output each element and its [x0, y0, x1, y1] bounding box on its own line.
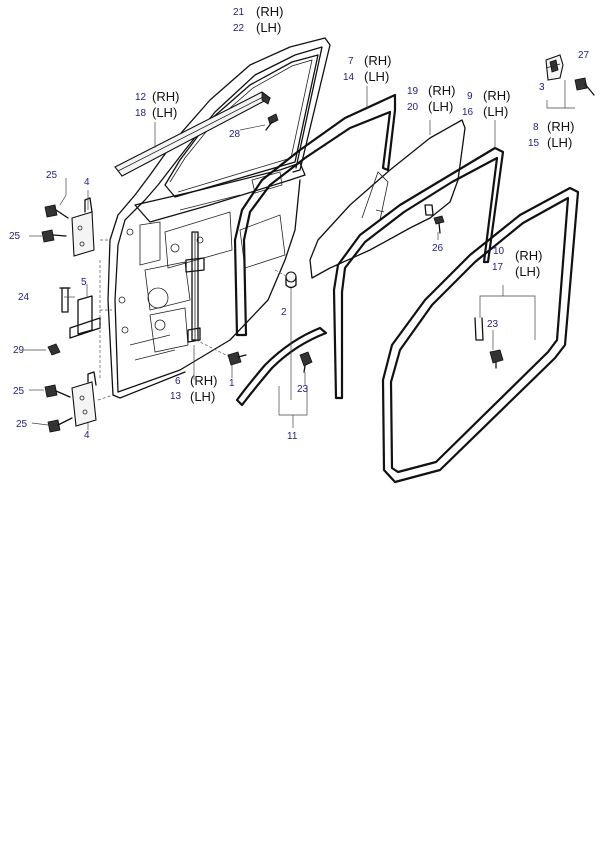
label-19: 19 — [407, 86, 419, 97]
label-12-rh: (RH) — [152, 89, 179, 104]
bolt-25c — [44, 384, 71, 398]
label-25c: 25 — [13, 386, 25, 397]
glass-run-channel — [233, 93, 397, 337]
callout-labels: 21 (RH) 22 (LH) 7 (RH) 14 (LH) 19 (RH) 2… — [9, 4, 590, 442]
leader-lines — [24, 80, 583, 430]
rear-run-channel — [332, 146, 505, 400]
label-13: 13 — [170, 391, 182, 402]
label-23b: 23 — [297, 384, 309, 395]
label-4b: 4 — [84, 430, 90, 441]
bolt-27 — [574, 77, 595, 96]
door-weatherstrip — [381, 186, 580, 484]
label-9: 9 — [467, 91, 473, 102]
label-24: 24 — [18, 292, 30, 303]
label-4a: 4 — [84, 177, 90, 188]
door-glass — [309, 119, 466, 279]
label-16-lh: (LH) — [483, 104, 508, 119]
door-panel — [107, 37, 331, 399]
lower-weatherstrip-11 — [235, 326, 328, 407]
label-29: 29 — [13, 345, 25, 356]
label-8-rh: (RH) — [547, 119, 574, 134]
label-1: 1 — [229, 378, 235, 389]
pin-24 — [59, 287, 71, 313]
label-12: 12 — [135, 92, 147, 103]
bolt-1 — [227, 351, 247, 366]
label-17: 17 — [492, 262, 504, 273]
upper-hinge-4 — [71, 197, 95, 257]
bolt-25a — [44, 204, 69, 219]
screw-26 — [433, 215, 445, 234]
leader-1 — [195, 339, 233, 359]
label-14-lh: (LH) — [364, 69, 389, 84]
label-19-rh: (RH) — [428, 83, 455, 98]
label-2: 2 — [281, 307, 287, 318]
label-14: 14 — [343, 72, 355, 83]
label-5: 5 — [81, 277, 87, 288]
label-25b: 25 — [9, 231, 21, 242]
label-16: 16 — [462, 107, 474, 118]
striker-3 — [545, 54, 564, 81]
label-18: 18 — [135, 108, 147, 119]
label-7-rh: (RH) — [364, 53, 391, 68]
label-25a: 25 — [46, 170, 58, 181]
label-8: 8 — [533, 122, 539, 133]
label-10-rh: (RH) — [515, 248, 542, 263]
bolt-25d — [47, 417, 73, 433]
window-regulator — [185, 231, 205, 343]
label-25d: 25 — [16, 419, 28, 430]
label-21: 21 — [233, 7, 245, 18]
bolt-25b — [41, 229, 67, 243]
screw-28 — [265, 113, 279, 131]
door-check-5 — [69, 295, 101, 339]
label-6-rh: (RH) — [190, 373, 217, 388]
label-3: 3 — [539, 82, 545, 93]
lower-hinge-4 — [71, 371, 97, 427]
label-7: 7 — [348, 56, 354, 67]
label-17-lh: (LH) — [515, 264, 540, 279]
label-26: 26 — [432, 243, 444, 254]
label-28: 28 — [229, 129, 241, 140]
label-21-rh: (RH) — [256, 4, 283, 19]
clip-23a — [299, 351, 313, 373]
label-23a: 23 — [487, 319, 499, 330]
clip-23b — [489, 349, 504, 369]
weatherstrip-10-17 — [474, 317, 484, 341]
label-11: 11 — [287, 431, 298, 442]
label-9-rh: (RH) — [483, 88, 510, 103]
label-6: 6 — [175, 376, 181, 387]
label-20: 20 — [407, 102, 419, 113]
label-27: 27 — [578, 50, 590, 61]
bumper-2 — [285, 271, 297, 289]
label-15: 15 — [528, 138, 540, 149]
label-22-lh: (LH) — [256, 20, 281, 35]
label-10: 10 — [493, 246, 505, 257]
label-18-lh: (LH) — [152, 105, 177, 120]
label-22: 22 — [233, 23, 245, 34]
label-15-lh: (LH) — [547, 135, 572, 150]
label-20-lh: (LH) — [428, 99, 453, 114]
outer-belt-weatherstrip — [114, 91, 272, 177]
nut-29 — [47, 343, 61, 356]
label-13-lh: (LH) — [190, 389, 215, 404]
